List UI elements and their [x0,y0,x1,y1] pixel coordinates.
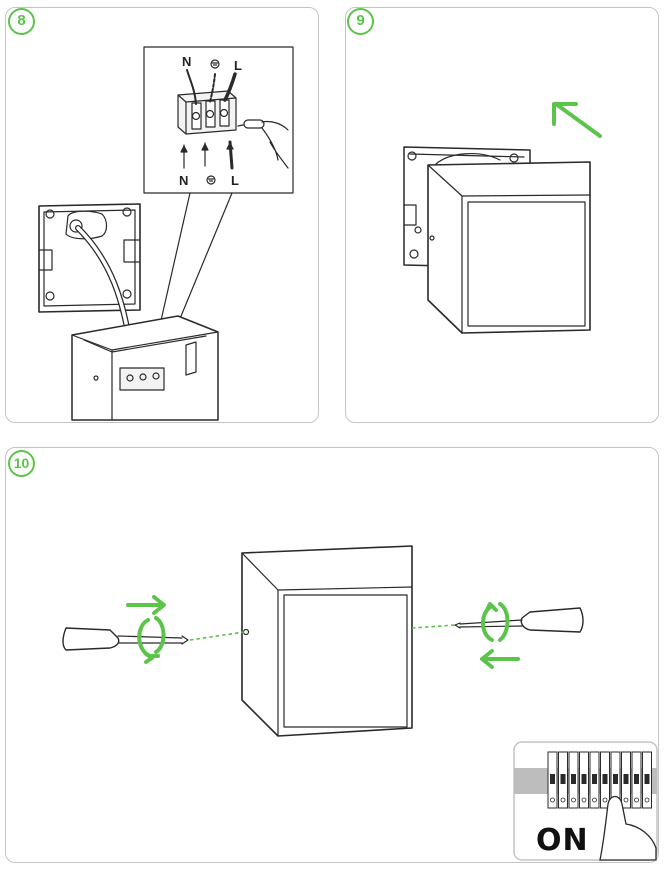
breaker-toggle [602,774,608,784]
breaker-screw [560,797,566,803]
step-number-badge: 8 [8,8,35,35]
breaker-screw [623,797,629,803]
wire-label-neutral-bottom: N [179,173,189,188]
breaker-screw [550,797,555,803]
wire-label-neutral-top: N [182,54,192,69]
circuit-breakers [547,751,652,809]
breaker-screw [602,797,608,803]
wire-label-live-top: L [234,58,242,73]
step-number-badge: 9 [347,8,374,35]
wire-label-live-bottom: L [231,173,239,188]
mounting-plate [38,203,141,313]
breaker-on-label: ON [536,823,589,858]
breaker-screw [644,797,650,803]
breaker-toggle [613,774,618,784]
breaker-toggle [581,774,587,784]
ground-symbol-icon [210,59,220,69]
rotate-arrow-icon [126,595,166,664]
breaker-toggle [623,774,629,784]
breaker-screw [634,797,639,803]
ground-symbol-icon [206,175,216,185]
hand-icon [599,795,657,861]
fixture-body [241,545,413,737]
rotate-arrow-icon [480,602,520,669]
breaker-screw [571,797,576,803]
breaker-toggle [634,774,639,784]
breaker-toggle [571,774,576,784]
breaker-screw [592,797,597,803]
fixture-body [71,315,219,421]
screwdriver-icon [454,607,584,633]
arrow-up-left-icon [552,102,602,138]
breaker-toggle [592,774,597,784]
wiring-inset [143,46,294,363]
breaker-toggle [550,774,555,784]
fixture-body [427,161,591,334]
breaker-screw [581,797,587,803]
breaker-toggle [644,774,650,784]
screwdriver-icon [62,627,189,651]
breaker-toggle [560,774,566,784]
step-number-badge: 10 [8,450,35,477]
screw-guide-lines [189,624,456,641]
